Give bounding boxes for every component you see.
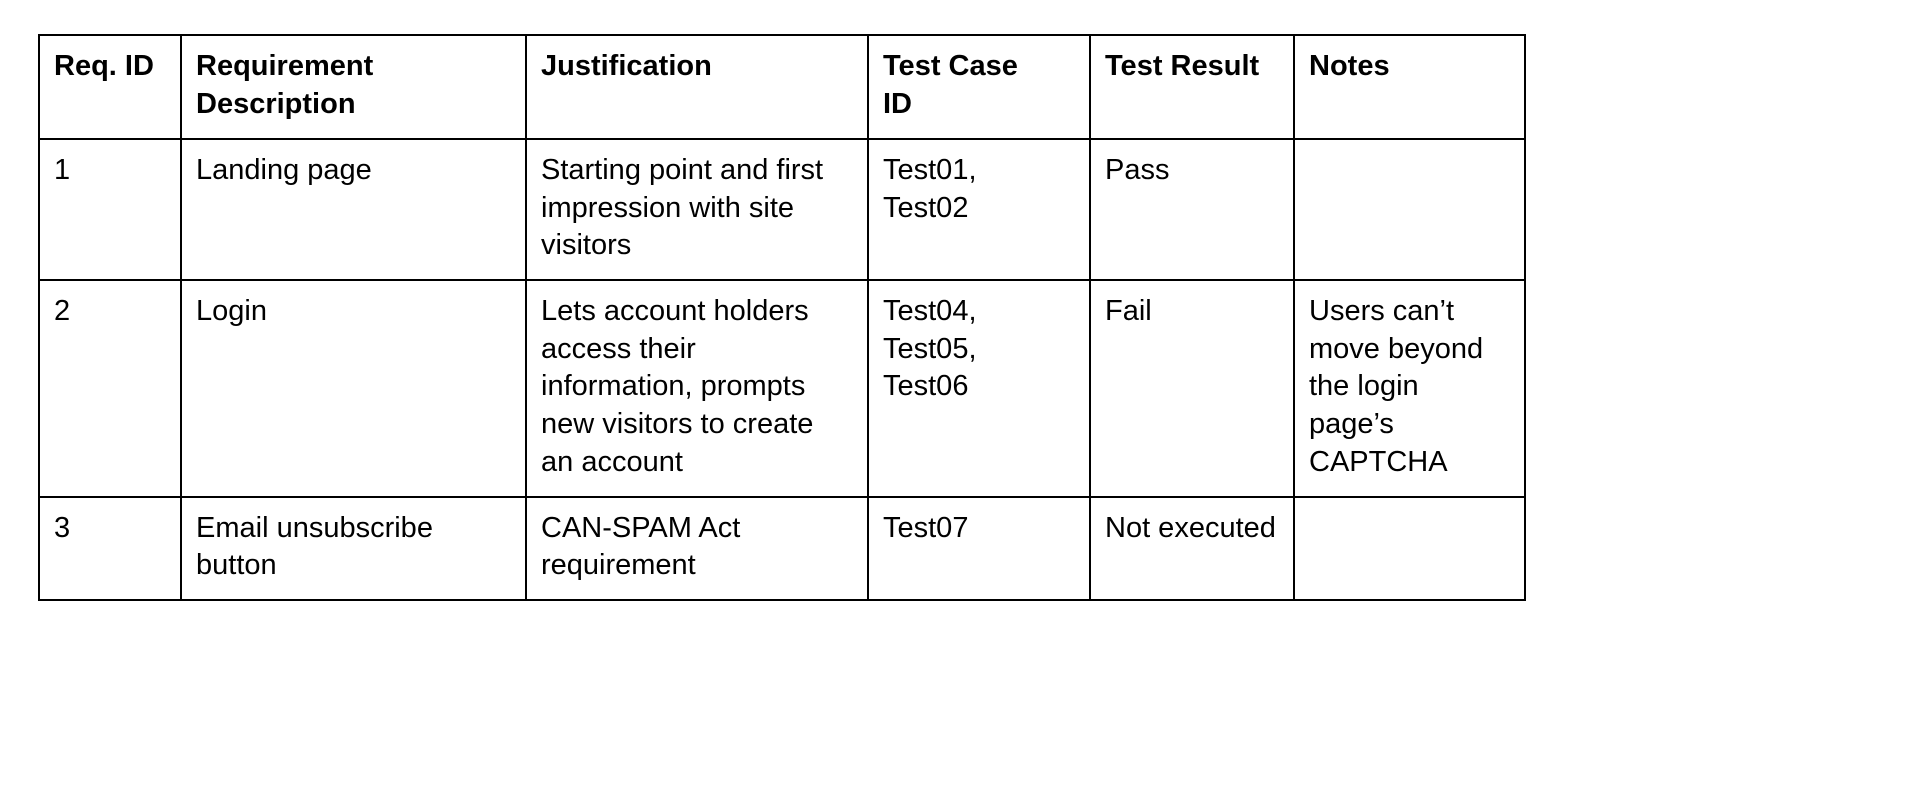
- cell-test-result: Pass: [1089, 137, 1295, 282]
- cell-test-result-value: Fail: [1105, 295, 1152, 328]
- requirements-traceability-table-container: Req. ID Requirement Description Justific…: [38, 34, 1526, 601]
- column-header-req-id-label: Req. ID: [54, 50, 154, 82]
- cell-justification: Lets account holders access their inform…: [525, 279, 869, 498]
- column-header-justification: Justification: [525, 34, 869, 140]
- column-header-test-case-id-label: Test Case ID: [883, 50, 1018, 120]
- cell-test-result: Fail: [1089, 279, 1295, 498]
- table-header: Req. ID Requirement Description Justific…: [38, 34, 1526, 140]
- column-header-notes: Notes: [1293, 34, 1526, 140]
- cell-test-case-id-value: Test01, Test02: [883, 154, 977, 224]
- cell-requirement-description: Login: [180, 279, 527, 498]
- cell-test-case-id: Test04, Test05, Test06: [867, 279, 1091, 498]
- column-header-justification-label: Justification: [541, 50, 712, 82]
- table-row: 2 Login Lets account holders access thei…: [38, 279, 1526, 498]
- cell-req-id: 3: [38, 495, 182, 601]
- cell-requirement-description-value: Landing page: [196, 154, 372, 186]
- column-header-test-result: Test Result: [1089, 34, 1295, 140]
- column-header-test-case-id: Test Case ID: [867, 34, 1091, 140]
- cell-req-id-value: 1: [54, 154, 71, 186]
- table-row: 1 Landing page Starting point and first …: [38, 137, 1526, 282]
- cell-requirement-description-value: Login: [196, 295, 267, 328]
- cell-test-result-value: Not executed: [1105, 511, 1276, 544]
- cell-req-id-value: 3: [54, 511, 71, 544]
- cell-justification-value: CAN-SPAM Act requirement: [541, 511, 741, 582]
- cell-requirement-description: Email unsubscribe button: [180, 495, 527, 601]
- column-header-test-result-label: Test Result: [1105, 50, 1260, 82]
- cell-notes-value: Users can’t move beyond the login page’s…: [1309, 295, 1484, 478]
- column-header-requirement-description: Requirement Description: [180, 34, 527, 140]
- cell-justification-value: Starting point and first impression with…: [541, 154, 824, 262]
- column-header-notes-label: Notes: [1309, 50, 1390, 82]
- table-header-row: Req. ID Requirement Description Justific…: [38, 34, 1526, 140]
- column-header-requirement-description-label: Requirement Description: [196, 50, 374, 120]
- cell-req-id-value: 2: [54, 295, 71, 328]
- cell-req-id: 1: [38, 137, 182, 282]
- cell-req-id: 2: [38, 279, 182, 498]
- cell-justification-value: Lets account holders access their inform…: [541, 295, 814, 478]
- cell-requirement-description-value: Email unsubscribe button: [196, 511, 433, 582]
- cell-notes: Users can’t move beyond the login page’s…: [1293, 279, 1526, 498]
- cell-test-result-value: Pass: [1105, 154, 1170, 186]
- cell-notes: [1293, 495, 1526, 601]
- cell-test-case-id-value: Test07: [883, 511, 969, 544]
- table-row: 3 Email unsubscribe button CAN-SPAM Act …: [38, 495, 1526, 601]
- cell-justification: Starting point and first impression with…: [525, 137, 869, 282]
- cell-test-case-id: Test01, Test02: [867, 137, 1091, 282]
- cell-test-case-id: Test07: [867, 495, 1091, 601]
- cell-requirement-description: Landing page: [180, 137, 527, 282]
- column-header-req-id: Req. ID: [38, 34, 182, 140]
- table-body: 1 Landing page Starting point and first …: [38, 137, 1526, 601]
- cell-test-result: Not executed: [1089, 495, 1295, 601]
- cell-test-case-id-value: Test04, Test05, Test06: [883, 295, 977, 403]
- cell-notes: [1293, 137, 1526, 282]
- requirements-traceability-table: Req. ID Requirement Description Justific…: [38, 34, 1526, 601]
- cell-justification: CAN-SPAM Act requirement: [525, 495, 869, 601]
